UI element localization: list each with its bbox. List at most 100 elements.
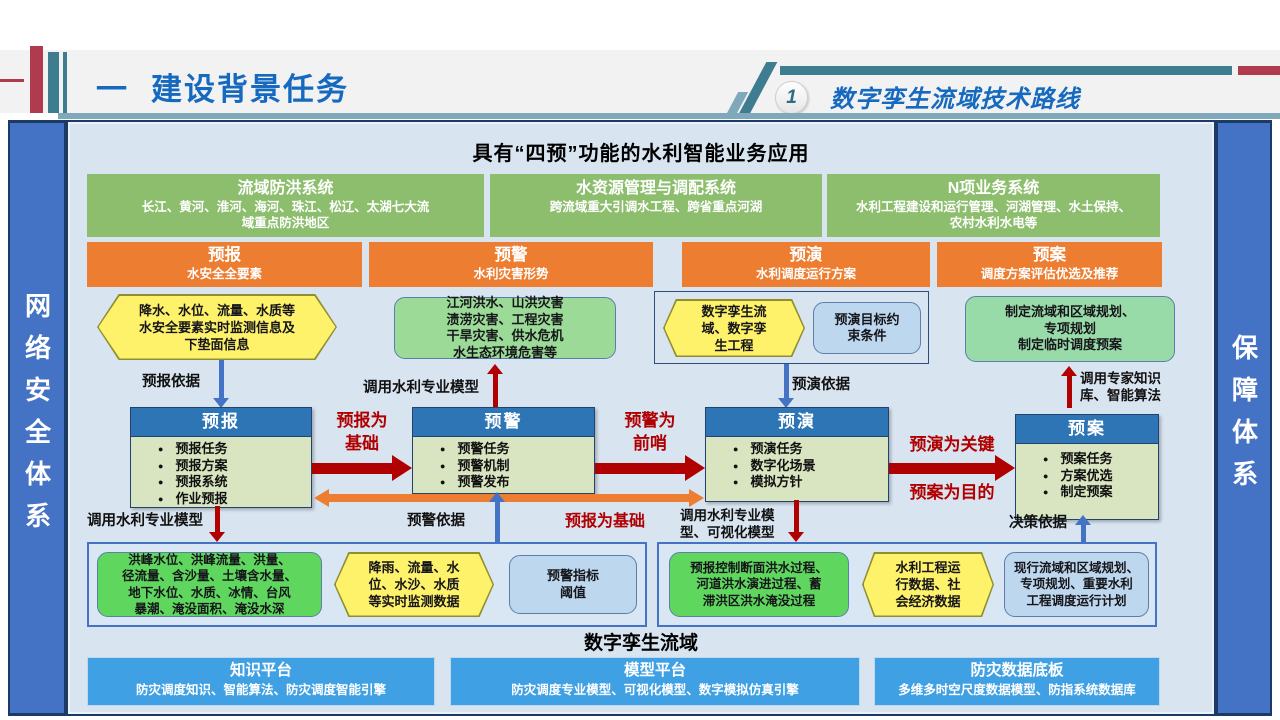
call-model-arrow [487, 364, 503, 408]
call-model-label: 调用水利专业模型 [363, 380, 479, 396]
list-item: 预警任务 [440, 441, 594, 458]
stage-warning: 预警 水利灾害形势 [369, 242, 653, 287]
sidebar-right-label: 保障体系 [1228, 334, 1259, 502]
stage-title: 预报 [208, 246, 241, 264]
list-item: 预报系统 [158, 474, 311, 491]
orange-feedback-arrow [314, 489, 704, 507]
page-title-text: 建设背景任务 [151, 72, 349, 107]
digital-twin-group: 数字孪生流 域、数字孪 生工程 预演目标约 束条件 [654, 291, 929, 364]
hydrology-elements-box: 洪峰水位、洪峰流量、洪量、 径流量、含沙量、土壤含水量、 地下水位、水质、冰情、… [97, 552, 322, 617]
decorative-red-line [0, 79, 24, 82]
core-box-rehearsal: 预演 预演任务数字化场景模拟方针 [705, 407, 889, 502]
system-desc: 跨流域重大引调水工程、跨省重点河湖 [549, 200, 763, 214]
sidebar-left-label: 网络安全体系 [21, 292, 52, 544]
flow-arrow-rehearsal-to-plan [889, 455, 1015, 481]
core-items-forecast: 预报任务预报方案预报系统作业预报 [131, 437, 311, 507]
core-box-warning: 预警 预警任务预警机制预警发布 [412, 407, 595, 494]
forecast-basis-label: 预报依据 [142, 374, 200, 390]
call-model-left-label: 调用水利专业模型 [87, 513, 203, 529]
stage-title: 预演 [789, 246, 823, 264]
stage-desc: 水利灾害形势 [473, 267, 549, 281]
header-divider-bar [58, 113, 1280, 119]
platform-box-desc: 多维多时空尺度数据模型、防指系统数据库 [898, 683, 1136, 697]
core-title-rehearsal: 预演 [706, 408, 888, 437]
stage-title: 预警 [494, 246, 528, 264]
core-items-plan: 预案任务方案优选制定预案 [1016, 444, 1158, 519]
warning-basis-arrow [489, 492, 505, 542]
flow-label-rehearsal-key: 预演为关键 [909, 435, 995, 454]
flow-label-plan-goal: 预案为目的 [909, 483, 995, 502]
list-item: 预演任务 [733, 441, 888, 458]
page-title: 一 建设背景任务 [96, 64, 349, 109]
stage-forecast: 预报 水安全全要素 [87, 242, 362, 287]
hazard-types-box: 江河洪水、山洪灾害 渍涝灾害、工程灾害 干旱灾害、供水危机 水生态环境危害等 [394, 295, 616, 360]
diagram-frame: 网络安全体系 保障体系 具有“四预”功能的水利智能业务应用 流域防洪系统 长江、… [8, 120, 1272, 716]
orange-feedback-label: 预报为基础 [564, 513, 645, 530]
digital-twin-hexagon: 数字孪生流 域、数字孪 生工程 [663, 299, 805, 357]
platform-box-title: 知识平台 [229, 662, 292, 679]
data-container-right: 预报控制断面洪水过程、 河道洪水演进过程、蓄 滞洪区洪水淹没过程 水利工程运 行… [657, 542, 1157, 627]
stage-title: 预案 [1033, 246, 1066, 264]
system-title: N项业务系统 [947, 180, 1040, 197]
monitoring-info-hexagon: 降水、水位、流量、水质等 水安全要素实时监测信息及 下垫面信息 [97, 294, 337, 360]
digital-twin-text: 数字孪生流 域、数字孪 生工程 [664, 300, 804, 356]
system-box-water-resources: 水资源管理与调配系统 跨流域重大引调水工程、跨省重点河湖 [490, 174, 822, 237]
platform-box-desc: 防灾调度专业模型、可视化模型、数字模拟仿真引擎 [511, 683, 799, 697]
platform-box-title: 模型平台 [623, 662, 686, 679]
realtime-monitoring-text: 降雨、流量、水 位、水沙、水质 等实时监测数据 [335, 553, 493, 616]
rehearsal-constraint-box: 预演目标约 束条件 [813, 302, 921, 354]
header-gray-band [0, 50, 1280, 113]
forecast-output-arrow [209, 506, 225, 542]
platform-box-model: 模型平台 防灾调度专业模型、可视化模型、数字模拟仿真引擎 [450, 657, 860, 706]
list-item: 预案任务 [1043, 451, 1158, 468]
decorative-red-rule [1238, 66, 1280, 75]
project-data-hexagon: 水利工程运 行数据、社 会经济数据 [862, 552, 994, 617]
list-item: 数字化场景 [733, 458, 888, 475]
diagram-title: 具有“四预”功能的水利智能业务应用 [472, 143, 810, 165]
system-box-n-business: N项业务系统 水利工程建设和运行管理、河湖管理、水土保持、 农村水利水电等 [827, 174, 1160, 237]
sidebar-guarantee: 保障体系 [1218, 123, 1270, 713]
slide-header: 一 建设背景任务 1 数字孪生流域技术路线 [0, 0, 1280, 120]
core-items-rehearsal: 预演任务数字化场景模拟方针 [706, 437, 888, 501]
planning-output-box: 制定流域和区域规划、 专项规划 制定临时调度预案 [965, 296, 1175, 362]
rehearsal-basis-label: 预演依据 [792, 377, 850, 393]
core-title-forecast: 预报 [131, 408, 311, 437]
decorative-teal-bar [48, 52, 59, 113]
flow-label-forecast-basis: 预报为 基础 [336, 411, 388, 453]
data-container-left: 洪峰水位、洪峰流量、洪量、 径流量、含沙量、土壤含水量、 地下水位、水质、冰情、… [87, 542, 647, 627]
flow-arrow-warning-to-rehearsal [595, 455, 705, 481]
flow-label-warning-sentinel: 预警为 前哨 [624, 411, 676, 453]
system-title: 流域防洪系统 [237, 180, 334, 197]
platform-box-desc: 防灾调度知识、智能算法、防灾调度智能引擎 [135, 683, 386, 697]
sidebar-network-security: 网络安全体系 [10, 123, 64, 713]
system-box-flood-control: 流域防洪系统 长江、黄河、淮河、海河、珠江、松辽、太湖七大流 域重点防洪地区 [87, 174, 484, 237]
warning-basis-label: 预警依据 [407, 513, 465, 529]
forecast-basis-arrow [213, 360, 229, 408]
decision-basis-arrow [1075, 515, 1091, 542]
core-box-forecast: 预报 预报任务预报方案预报系统作业预报 [130, 407, 312, 508]
system-desc: 长江、黄河、淮河、海河、珠江、松辽、太湖七大流 域重点防洪地区 [141, 200, 430, 230]
monitoring-info-text: 降水、水位、流量、水质等 水安全要素实时监测信息及 下垫面信息 [98, 295, 336, 359]
stage-desc: 调度方案评估优选及推荐 [980, 267, 1119, 281]
section-number-badge: 1 [775, 81, 808, 114]
stage-desc: 水利调度运行方案 [755, 267, 856, 281]
core-items-warning: 预警任务预警机制预警发布 [413, 437, 594, 493]
platform-box-knowledge: 知识平台 防灾调度知识、智能算法、防灾调度智能引擎 [87, 657, 435, 706]
project-data-text: 水利工程运 行数据、社 会经济数据 [863, 553, 993, 616]
expert-knowledge-arrow [1061, 366, 1077, 408]
rehearsal-basis-arrow [778, 364, 794, 408]
platform-box-data-base: 防灾数据底板 多维多时空尺度数据模型、防指系统数据库 [874, 657, 1160, 706]
core-title-plan: 预案 [1016, 415, 1158, 444]
stage-rehearsal: 预演 水利调度运行方案 [682, 242, 930, 287]
rehearsal-output-arrow [788, 500, 804, 542]
flow-arrow-forecast-to-warning [312, 455, 412, 481]
current-planning-box: 现行流域和区域规划、 专项规划、重要水利 工程调度运行计划 [1004, 552, 1149, 617]
decorative-red-bar [30, 46, 43, 113]
warning-threshold-box: 预警指标 阈值 [509, 555, 637, 614]
system-title: 水资源管理与调配系统 [575, 180, 736, 197]
core-box-plan: 预案 预案任务方案优选制定预案 [1015, 414, 1159, 520]
platform-box-title: 防灾数据底板 [970, 662, 1064, 679]
stage-plan: 预案 调度方案评估优选及推荐 [937, 242, 1162, 287]
flood-process-box: 预报控制断面洪水过程、 河道洪水演进过程、蓄 滞洪区洪水淹没过程 [669, 552, 849, 617]
